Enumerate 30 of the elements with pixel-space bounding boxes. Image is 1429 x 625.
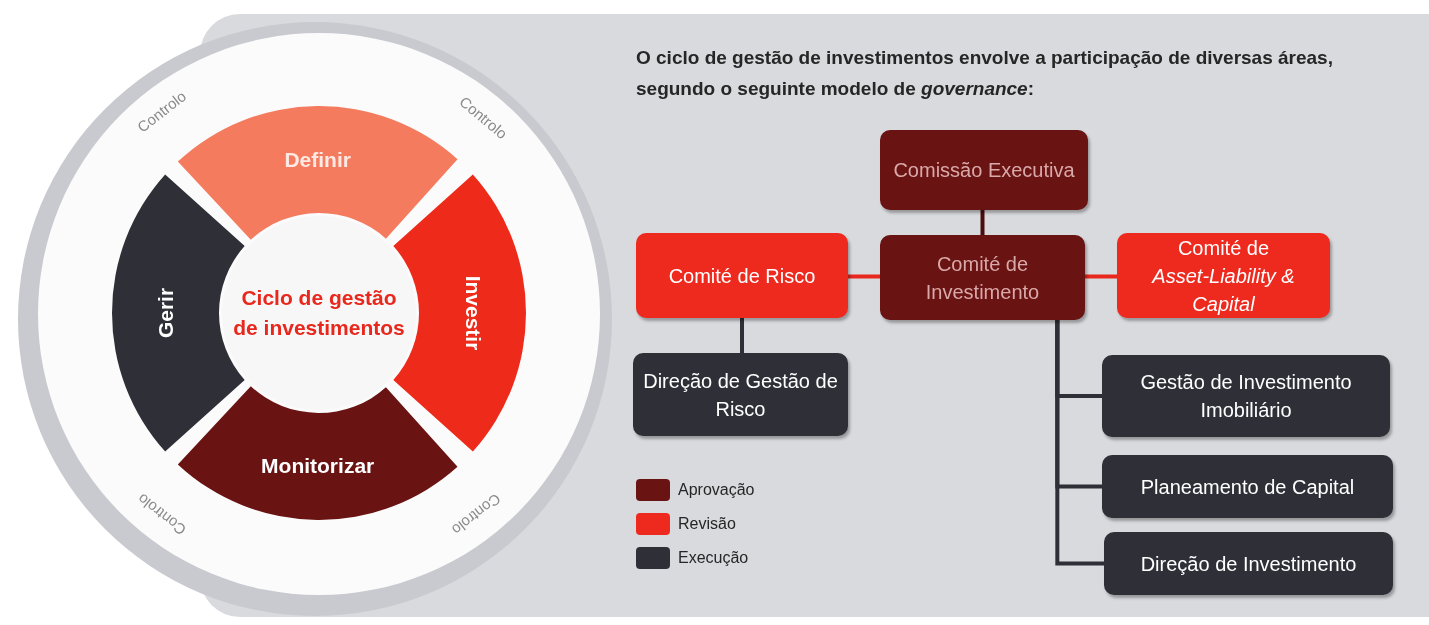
legend-label: Revisão bbox=[678, 514, 736, 534]
segment-label: Gerir bbox=[152, 287, 178, 339]
box-label: Comité de Asset-Liability & Capital bbox=[1150, 235, 1296, 317]
box-label: Planeamento de Capital bbox=[1140, 474, 1355, 500]
org-box bbox=[880, 130, 1088, 210]
legend-label: Aprovação bbox=[678, 480, 755, 500]
box-label: Comissão Executiva bbox=[893, 158, 1075, 183]
box-label: Direção de Gestão de Risco bbox=[642, 368, 839, 422]
segment-label: Definir bbox=[284, 146, 351, 173]
org-box bbox=[880, 235, 1085, 320]
org-box bbox=[1104, 532, 1393, 595]
box-label: Comité de Risco bbox=[668, 263, 816, 289]
org-box bbox=[1102, 455, 1393, 518]
org-box bbox=[633, 353, 848, 436]
org-box bbox=[1102, 355, 1390, 437]
connector-line bbox=[740, 318, 744, 353]
box-label: Gestão de Investimento Imobiliário bbox=[1139, 370, 1353, 423]
heading-text: O ciclo de gestão de investimentos envolve a participação de diversas áreas, segundo o seguinte modelo de governance: bbox=[636, 46, 1334, 101]
center-title: Ciclo de gestão de investimentos bbox=[232, 284, 406, 341]
connector-line bbox=[980, 210, 985, 235]
legend-label: Execução bbox=[678, 548, 749, 568]
segment-label: Investir bbox=[460, 275, 486, 351]
box-label: Comité de Investimento bbox=[924, 251, 1041, 305]
box-label: Direção de Investimento bbox=[1140, 551, 1357, 577]
segment-label: Monitorizar bbox=[261, 453, 375, 480]
connector-line bbox=[1085, 274, 1117, 279]
connector-line bbox=[1055, 320, 1104, 566]
connector-line bbox=[848, 274, 880, 279]
org-box bbox=[636, 233, 848, 318]
org-box bbox=[1117, 233, 1330, 318]
